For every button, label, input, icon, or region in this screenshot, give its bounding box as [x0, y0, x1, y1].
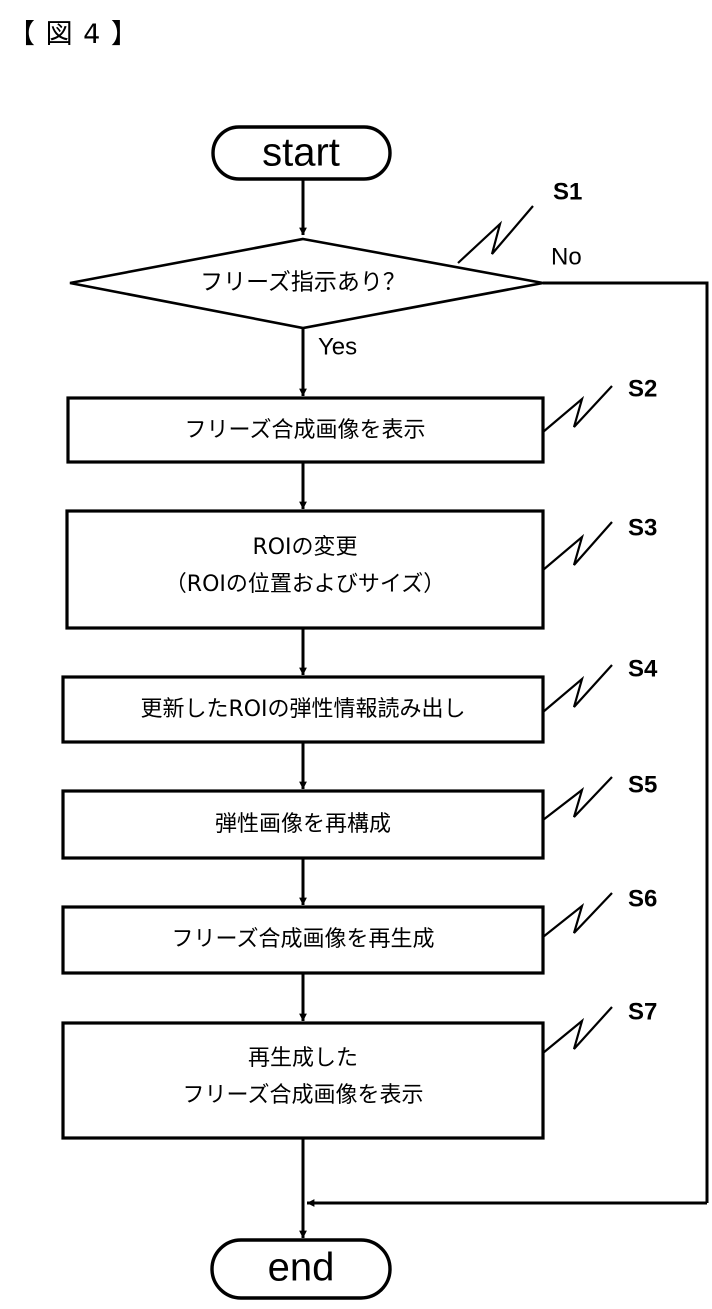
step-label-s7: S7 — [628, 998, 657, 1025]
step-box-s7 — [61, 1021, 545, 1140]
leader-line-s3 — [542, 521, 613, 571]
leader-line-s4 — [542, 664, 613, 713]
node-start: start — [211, 125, 392, 181]
leader-line-s2 — [542, 385, 613, 433]
step-label-s5: S5 — [628, 771, 657, 798]
step-box-s3-line-2: （ROIの位置およびサイズ） — [165, 572, 445, 597]
node-step-s2: フリーズ合成画像を表示 — [66, 396, 545, 464]
end-label: end — [268, 1246, 335, 1290]
step-box-s3-line-1: ROIの変更 — [252, 535, 357, 560]
node-step-s6: フリーズ合成画像を再生成 — [61, 905, 545, 975]
step-box-s2-line-1: フリーズ合成画像を表示 — [185, 418, 426, 443]
step-label-s1: S1 — [553, 178, 582, 205]
node-step-s7: 再生成した フリーズ合成画像を表示 — [61, 1021, 545, 1140]
step-label-s6: S6 — [628, 885, 657, 912]
connector-no-branch — [543, 281, 709, 1203]
leader-line-s7 — [542, 1006, 613, 1054]
leader-line-s5 — [542, 776, 613, 821]
start-label: start — [262, 131, 340, 175]
step-label-s4: S4 — [628, 655, 658, 682]
step-label-s2: S2 — [628, 375, 657, 402]
leader-line-s1 — [457, 205, 534, 264]
step-box-s5 — [61, 789, 545, 860]
node-step-s5: 弾性画像を再構成 — [61, 789, 545, 860]
node-end: end — [210, 1238, 392, 1300]
step-box-s6 — [61, 905, 545, 975]
step-box-s2 — [66, 396, 545, 464]
decision-label: フリーズ指示あり？ — [200, 270, 406, 296]
step-box-s7-line-1: 再生成した — [248, 1046, 358, 1071]
end-shape — [210, 1238, 392, 1300]
leader-line-s6 — [542, 892, 613, 938]
step-label-s3: S3 — [628, 514, 657, 541]
step-box-s4-line-1: 更新したROIの弾性情報読み出し — [140, 697, 465, 722]
step-box-s5-line-1: 弾性画像を再構成 — [215, 812, 391, 837]
step-box-s7-line-2: フリーズ合成画像を表示 — [183, 1083, 424, 1108]
node-decision-s1: フリーズ指示あり？ — [69, 237, 544, 330]
figure-title: 【 図 4 】 — [8, 19, 139, 50]
node-step-s3: ROIの変更 （ROIの位置およびサイズ） — [65, 509, 545, 630]
step-box-s6-line-1: フリーズ合成画像を再生成 — [172, 927, 435, 952]
branch-label-yes: Yes — [318, 333, 357, 360]
branch-label-no: No — [551, 243, 582, 270]
node-step-s4: 更新したROIの弾性情報読み出し — [61, 675, 545, 744]
step-box-s3 — [65, 509, 545, 630]
